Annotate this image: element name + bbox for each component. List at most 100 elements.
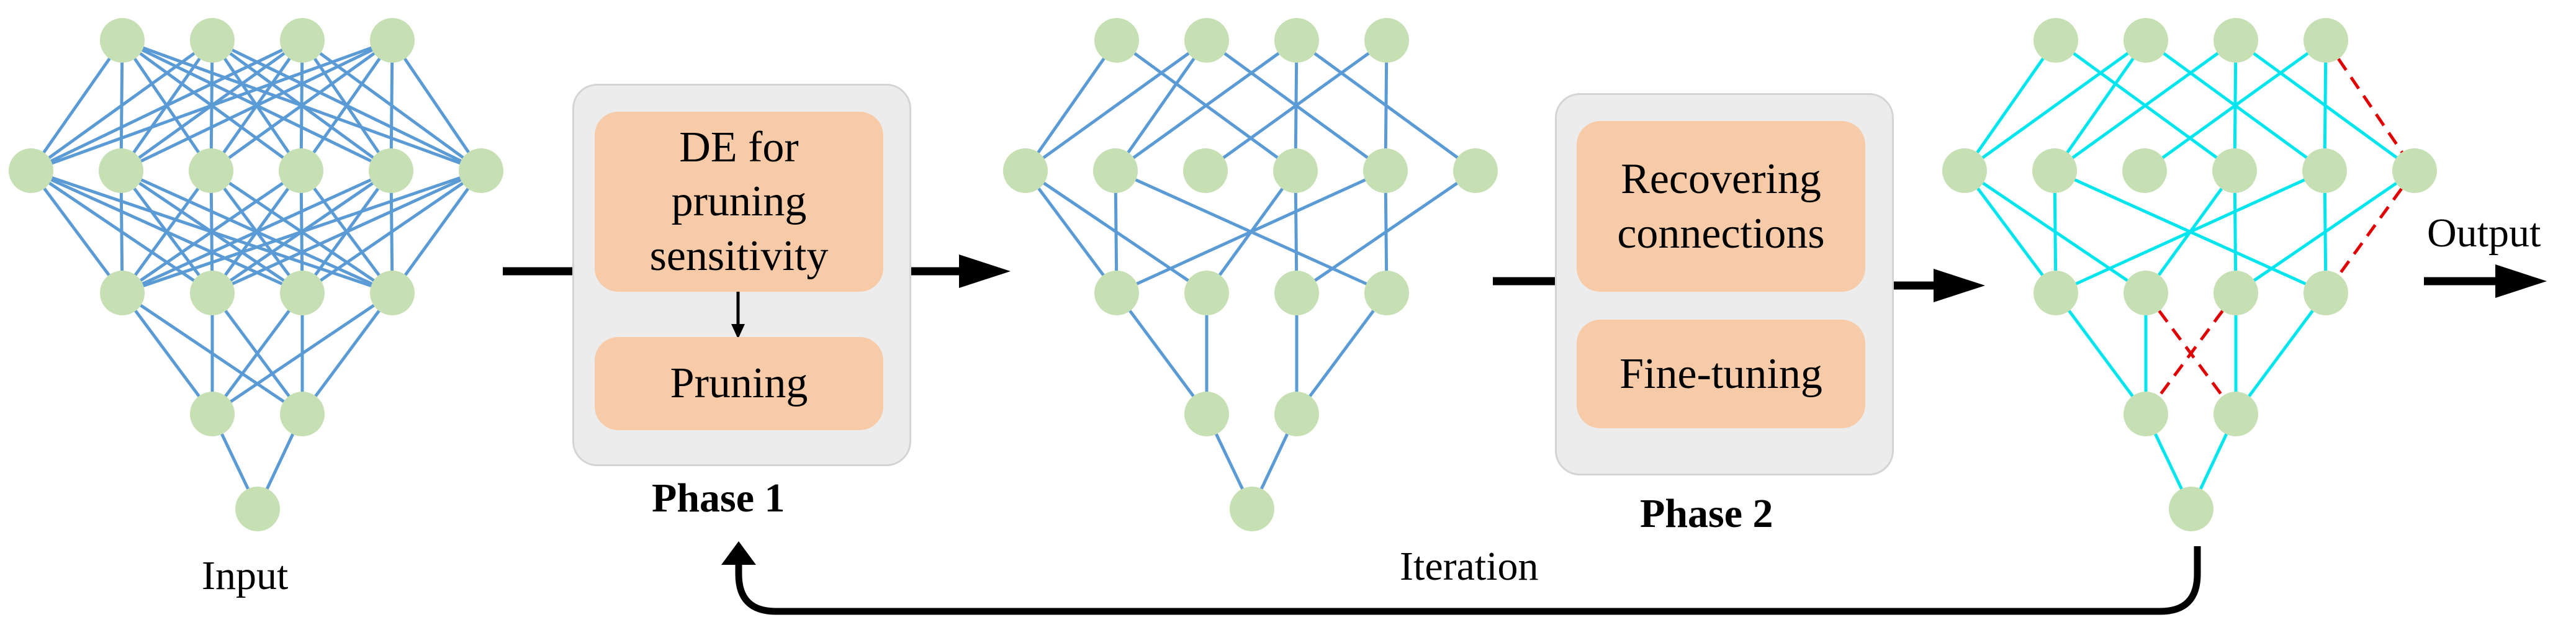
iteration-loop-arrow	[721, 541, 2201, 615]
original-edge	[30, 38, 214, 173]
pruned-edge	[1114, 39, 1209, 172]
recovered-node	[2123, 271, 2168, 315]
pruned-node	[1230, 487, 1274, 531]
pruned-node	[1453, 148, 1498, 193]
phase1-step-de: DE for pruning sensitivity	[595, 112, 883, 292]
pruned-node	[1093, 148, 1138, 193]
original-edge	[121, 169, 302, 295]
pruned-edge	[1115, 292, 1209, 415]
pruned-edge	[1024, 38, 1208, 173]
original-network	[9, 18, 503, 531]
original-edge	[210, 38, 394, 173]
original-node	[370, 271, 415, 315]
original-edge	[210, 292, 304, 415]
recovered-edge	[2053, 39, 2148, 172]
recovered-node	[2033, 271, 2078, 315]
recovered-node	[2212, 148, 2257, 193]
pruned-edge	[1295, 169, 1477, 295]
pruned-node	[1094, 18, 1139, 63]
original-node	[190, 392, 235, 436]
pruned-node	[1364, 18, 1409, 63]
recovered-restored-edge	[2324, 169, 2416, 294]
original-edge	[211, 291, 394, 416]
original-node	[9, 148, 53, 193]
arrow-output	[2424, 264, 2547, 298]
recovered-edge	[2055, 169, 2326, 295]
pruned-edge	[1115, 169, 1387, 295]
pruned-node	[1364, 271, 1409, 315]
original-node	[459, 148, 503, 193]
recovered-edge	[2143, 38, 2327, 173]
recovered-restored-edge	[2324, 39, 2416, 172]
recovered-node	[2302, 148, 2347, 193]
arrow-phase2-to-final	[1890, 269, 1985, 302]
pruned-network	[1003, 18, 1498, 531]
pruned-node	[1274, 18, 1319, 63]
original-edge	[30, 38, 393, 173]
pruned-node	[1184, 271, 1229, 315]
original-edge	[120, 38, 394, 173]
recovered-restored-edge	[2144, 292, 2238, 415]
recovered-node	[2213, 271, 2258, 315]
recovered-node	[1942, 148, 1987, 193]
recovered-node	[2122, 148, 2167, 193]
recovered-edge	[2235, 169, 2416, 295]
pruned-node	[1184, 18, 1229, 63]
recovered-node	[2213, 18, 2258, 63]
recovered-network	[1942, 18, 2437, 531]
pruned-edge	[1114, 38, 1298, 173]
pruned-node	[1274, 392, 1319, 436]
original-node	[99, 148, 143, 193]
phase1-title: Phase 1	[652, 475, 785, 521]
original-edge	[299, 39, 394, 172]
original-node	[280, 18, 325, 63]
recovered-node	[2033, 18, 2078, 63]
original-edge	[122, 169, 482, 295]
recovered-node	[2392, 148, 2437, 193]
recovered-edge	[1963, 169, 2058, 294]
recovered-node	[2123, 18, 2168, 63]
iteration-label: Iteration	[1400, 544, 1539, 589]
original-node	[370, 18, 415, 63]
pruned-node	[1003, 148, 1048, 193]
recovered-edge	[1963, 39, 2058, 172]
pruned-node	[1094, 271, 1139, 315]
pruned-node	[1274, 271, 1319, 315]
recovered-node	[2304, 271, 2348, 315]
recovered-edge	[2054, 292, 2148, 415]
input-label: Input	[202, 553, 289, 598]
recovered-node	[2213, 392, 2258, 436]
arrow-phase1-to-pruned	[906, 254, 1011, 288]
original-node	[279, 148, 323, 193]
phase2-title: Phase 2	[1640, 491, 1773, 536]
phase2-step-finetune: Fine-tuning	[1577, 320, 1865, 428]
original-node	[235, 487, 280, 531]
recovered-edge	[1963, 38, 2147, 173]
pruned-node	[1184, 392, 1229, 436]
pruned-edge	[1295, 292, 1389, 415]
phase1-step-pruning: Pruning	[595, 337, 883, 430]
original-node	[100, 271, 145, 315]
original-node	[189, 148, 233, 193]
original-edge	[120, 169, 213, 294]
pruned-edge	[1024, 169, 1119, 294]
original-edge	[300, 292, 394, 415]
original-edge	[30, 38, 304, 173]
pruned-node	[1363, 148, 1408, 193]
original-node	[280, 271, 325, 315]
recovered-node	[2304, 18, 2348, 63]
original-edge	[120, 292, 214, 415]
original-edge	[211, 169, 482, 295]
recovered-node	[2169, 487, 2213, 531]
original-edge	[390, 39, 483, 172]
original-edge	[29, 39, 124, 172]
recovered-node	[2032, 148, 2077, 193]
original-node	[190, 18, 235, 63]
phase1-down-arrow	[731, 292, 745, 339]
original-node	[190, 271, 235, 315]
original-edge	[29, 169, 124, 294]
recovered-node	[2123, 392, 2168, 436]
output-label: Output	[2427, 210, 2541, 256]
pruned-edge	[1204, 38, 1388, 173]
